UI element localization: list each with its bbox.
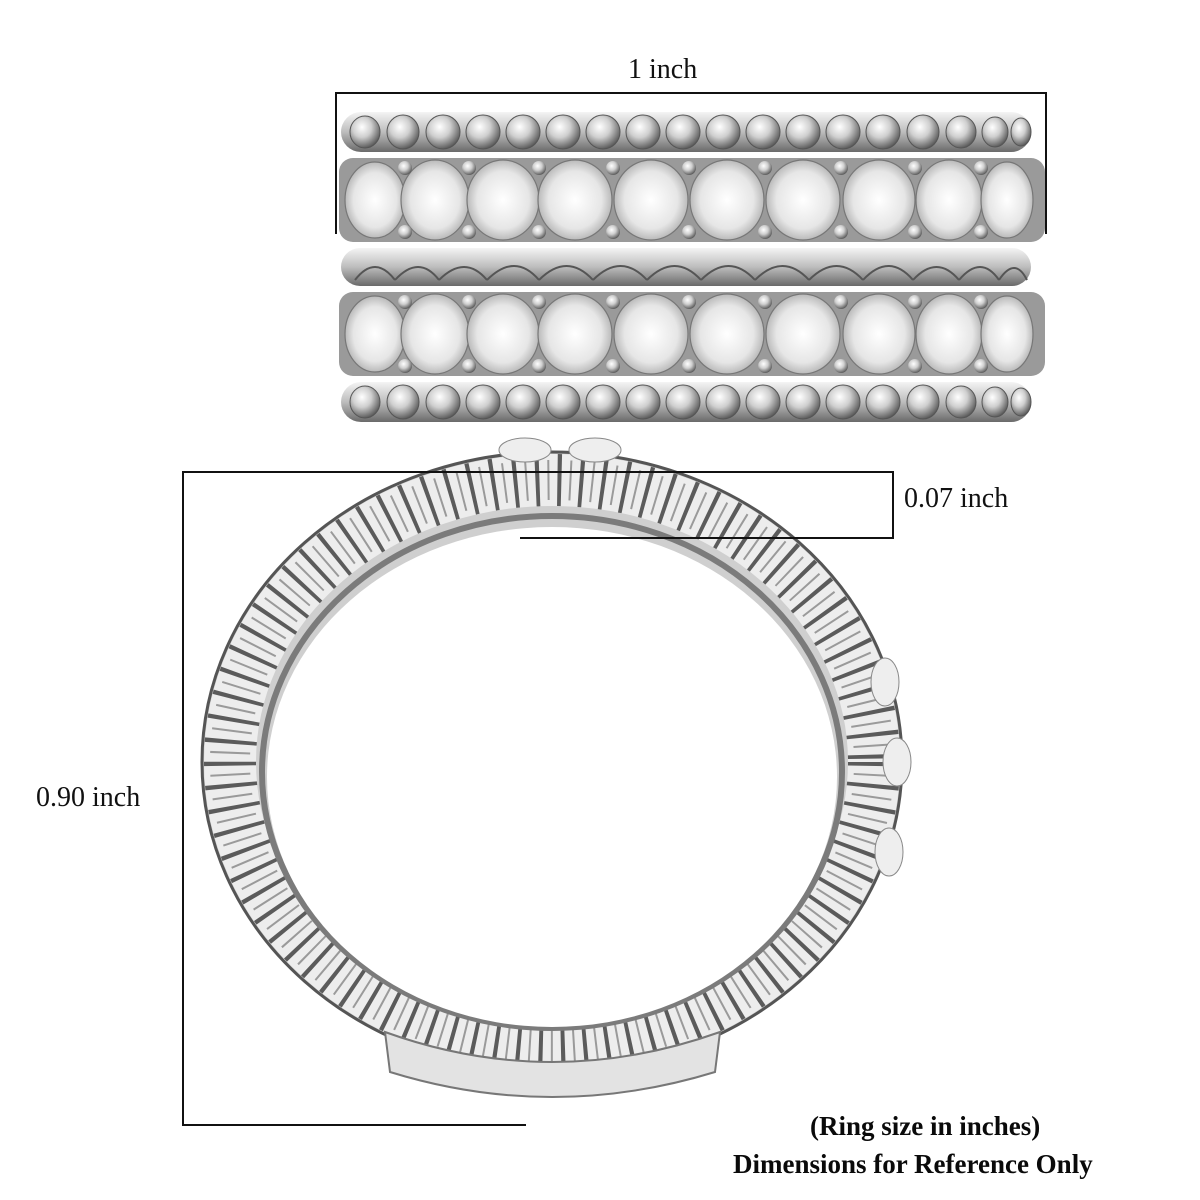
thickness-dimension-line-bottom — [520, 537, 894, 539]
height-dimension-line-bottom — [182, 1124, 526, 1126]
height-dimension-label: 0.90 inch — [36, 782, 141, 813]
width-dimension-line-right — [1045, 92, 1047, 234]
diamond-row-lower — [339, 292, 1045, 376]
diamond-row-upper — [339, 158, 1045, 242]
width-dimension-line-top — [335, 92, 1047, 94]
reference-disclaimer: Dimensions for Reference Only — [733, 1149, 1093, 1179]
rope-band-middle — [341, 248, 1031, 286]
thickness-dimension-line-right — [892, 471, 894, 539]
ring-top-view-image — [339, 112, 1045, 422]
beaded-band-top — [341, 112, 1032, 152]
ring-side-view-image — [200, 437, 912, 1098]
height-dimension-line-left — [182, 471, 184, 1126]
width-dimension-label: 1 inch — [628, 54, 698, 85]
beaded-band-bottom — [341, 382, 1032, 422]
thickness-dimension-label: 0.07 inch — [904, 483, 1009, 514]
thickness-dimension-line-top — [182, 471, 894, 473]
width-dimension-line-left — [335, 92, 337, 234]
ring-size-note: (Ring size in inches) — [810, 1111, 1041, 1141]
